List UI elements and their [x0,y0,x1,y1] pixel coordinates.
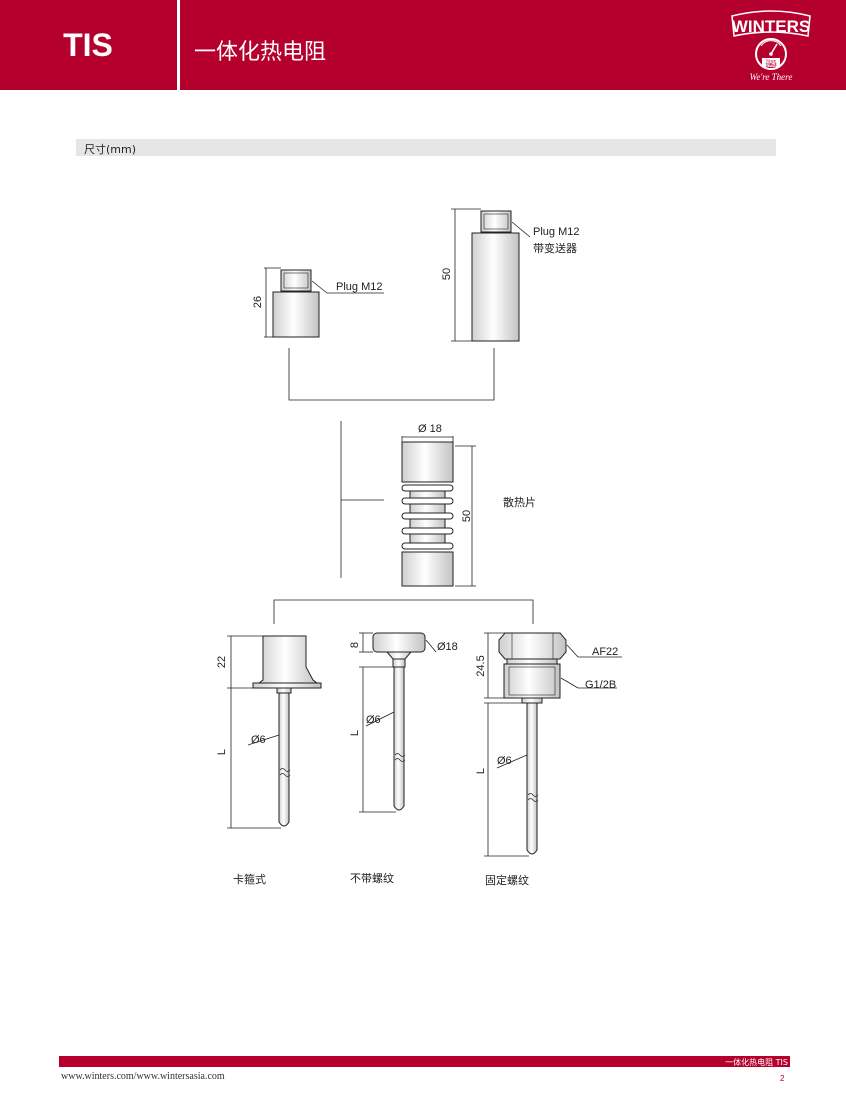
clamp-caption: 卡箍式 [233,872,266,886]
fixed-thread-caption: 固定螺纹 [485,873,529,887]
connection-option-bracket [273,599,534,624]
section-title: 尺寸(mm) [84,143,137,156]
no-thread-sensor [359,632,437,813]
plug-head-small [264,267,384,338]
heatsink [401,436,476,587]
head-option-bracket [288,348,495,401]
fixed-thread-thread-label: G1/2B [585,679,616,691]
page-number: 2 [780,1074,785,1083]
plug-tall-transmitter-label: 带变送器 [533,241,577,255]
fixed-thread-diameter-dim: Ø6 [497,755,512,767]
no-thread-head-dim: Ø18 [437,641,458,653]
no-thread-diameter-dim: Ø6 [366,714,381,726]
footer-bar [59,1056,790,1067]
no-thread-top-dim: 8 [349,642,361,648]
no-thread-caption: 不带螺纹 [350,871,394,885]
section-header-bar [76,139,776,156]
fixed-thread-hex-label: AF22 [592,646,618,658]
product-code: TIS [63,26,113,63]
logo-tagline: We're There [750,72,793,82]
plug-tall-label: Plug M12 [533,226,579,238]
fixed-thread-sensor [484,632,622,857]
header-divider [177,0,180,90]
no-thread-length-dim: L [349,730,361,736]
plug-tall-height-dim: 50 [441,268,453,280]
logo-year: 1953 [765,63,776,69]
footer-product-label: 一体化热电阻 TIS [725,1058,788,1067]
logo-wordmark: WINTERS [732,17,810,36]
heatsink-height-dim: 50 [461,510,473,522]
plug-head-tall [451,208,531,342]
fixed-thread-length-dim: L [475,768,487,774]
footer-website[interactable]: www.winters.com/www.wintersasia.com [61,1071,225,1082]
heatsink-diameter-dim: Ø 18 [418,423,442,435]
winters-logo: WINTERS Since 1953 We're There [731,10,811,82]
heatsink-label: 散热片 [503,495,536,509]
clamp-top-dim: 22 [216,656,228,668]
clamp-length-dim: L [216,749,228,755]
fixed-thread-top-dim: 24.5 [475,655,487,676]
logo-since: Since [766,58,777,63]
plug-small-label: Plug M12 [336,281,382,293]
header-bar: TIS 一体化热电阻 WINTERS Since 1953 We're Ther… [0,0,846,90]
plug-small-height-dim: 26 [252,296,264,308]
clamp-diameter-dim: Ø6 [251,734,266,746]
page-title: 一体化热电阻 [194,40,327,65]
clamp-type-sensor [227,635,322,829]
